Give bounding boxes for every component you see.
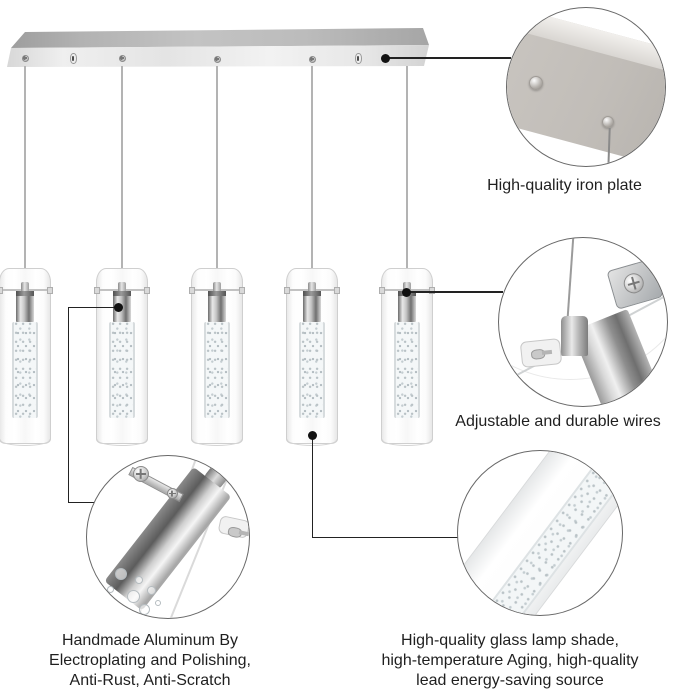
socket-nub bbox=[213, 282, 221, 292]
detail-circle-iron-plate bbox=[506, 7, 666, 167]
screw-icon bbox=[213, 55, 221, 63]
shade-retainer-tab bbox=[519, 337, 563, 369]
wire-gripper bbox=[561, 316, 588, 356]
callout-label-glass-shade: High-quality glass lamp shade, high-temp… bbox=[360, 631, 660, 691]
screw-icon bbox=[602, 116, 614, 128]
label-text: High-quality iron plate bbox=[487, 177, 642, 194]
crystal-bubble-rod bbox=[394, 322, 420, 418]
keyhole-slot-icon bbox=[69, 52, 77, 64]
suspension-wire bbox=[311, 66, 313, 268]
callout-label-wires: Adjustable and durable wires bbox=[437, 412, 679, 432]
screw-icon bbox=[167, 488, 178, 499]
label-text: Adjustable and durable wires bbox=[455, 413, 661, 430]
callout-dot bbox=[113, 302, 123, 312]
label-text: Handmade Aluminum By bbox=[61, 632, 239, 649]
suspension-wire bbox=[24, 66, 26, 268]
socket-nub bbox=[118, 282, 126, 292]
crystal-bubble-rod bbox=[204, 322, 230, 418]
crystal-bubble-rod bbox=[12, 322, 38, 418]
socket-nub bbox=[21, 282, 29, 292]
bubble bbox=[107, 586, 114, 593]
callout-line bbox=[68, 306, 118, 308]
bubble bbox=[139, 604, 150, 615]
socket-nub bbox=[403, 282, 411, 292]
callout-line bbox=[311, 435, 313, 537]
pendant-light bbox=[0, 266, 53, 446]
suspension-wire bbox=[216, 66, 218, 268]
tilted-shade-group bbox=[458, 451, 622, 615]
pendant-light bbox=[379, 266, 435, 446]
screw-icon bbox=[21, 54, 29, 62]
tilted-socket-group bbox=[87, 456, 249, 618]
suspension-wire bbox=[406, 66, 408, 268]
suspension-wire bbox=[121, 66, 123, 268]
callout-label-iron-plate: High-quality iron plate bbox=[450, 176, 679, 196]
label-text: Electroplating and Polishing, bbox=[49, 652, 251, 669]
screw-icon bbox=[133, 466, 149, 482]
pendant-light bbox=[189, 266, 245, 446]
label-text: lead energy-saving source bbox=[416, 672, 604, 689]
callout-dot bbox=[307, 430, 317, 440]
led-socket bbox=[303, 291, 321, 322]
pendant-light bbox=[94, 266, 150, 446]
callout-dot bbox=[401, 287, 411, 297]
label-text: Anti-Rust, Anti-Scratch bbox=[69, 672, 231, 689]
screw-icon bbox=[621, 270, 647, 296]
bubble bbox=[127, 590, 140, 603]
callout-line bbox=[67, 307, 69, 502]
led-socket bbox=[208, 291, 226, 322]
callout-dot bbox=[380, 53, 390, 63]
led-socket bbox=[16, 291, 34, 322]
callout-line bbox=[312, 536, 458, 538]
bubble bbox=[147, 586, 156, 595]
callout-line bbox=[68, 501, 95, 503]
callout-line bbox=[410, 291, 503, 293]
callout-label-aluminum: Handmade Aluminum By Electroplating and … bbox=[28, 631, 272, 691]
screw-icon bbox=[308, 55, 316, 63]
detail-circle-aluminum bbox=[86, 455, 250, 619]
detail-circle-wire-adjuster bbox=[498, 237, 668, 407]
callout-line bbox=[389, 57, 511, 59]
socket-nub bbox=[308, 282, 316, 292]
screw-icon bbox=[529, 76, 543, 90]
bubble bbox=[155, 600, 161, 606]
crystal-bubble-rod bbox=[109, 322, 135, 418]
crystal-bubble-rod bbox=[299, 322, 325, 418]
screw-icon bbox=[118, 54, 126, 62]
ceiling-plate-top-face bbox=[11, 28, 429, 48]
bubble bbox=[115, 568, 127, 580]
keyhole-slot-icon bbox=[354, 52, 362, 64]
label-text: High-quality glass lamp shade, bbox=[401, 632, 619, 649]
pendant-light bbox=[284, 266, 340, 446]
label-text: high-temperature Aging, high-quality bbox=[381, 652, 639, 669]
bubble bbox=[135, 576, 143, 584]
detail-circle-glass-shade bbox=[457, 450, 623, 616]
bubble bbox=[121, 606, 129, 614]
